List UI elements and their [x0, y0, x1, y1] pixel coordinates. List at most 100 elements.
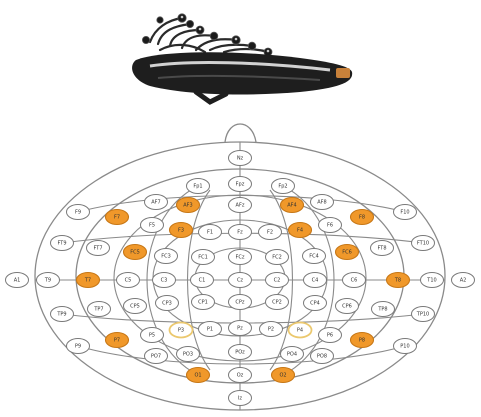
electrode-p5: P5	[141, 328, 164, 343]
electrode-cp1: CP1	[192, 295, 215, 310]
electrode-pz: Pz	[229, 321, 252, 336]
electrode-label: F7	[114, 215, 120, 221]
electrode-fc6: FC6	[336, 245, 359, 260]
electrode-label: P2	[268, 327, 274, 333]
electrode-t7: T7	[77, 273, 100, 288]
electrode-fp1: Fp1	[187, 179, 210, 194]
electrode-label: A2	[460, 278, 467, 284]
electrode-label: FC4	[309, 254, 319, 260]
electrode-label: F8	[359, 215, 365, 221]
electrode-fc3: FC3	[155, 249, 178, 264]
nose-outline	[225, 124, 256, 142]
electrode-p1: P1	[199, 322, 222, 337]
electrode-label: P3	[178, 328, 184, 334]
electrode-cp6: CP6	[336, 299, 359, 314]
electrode-label: F1	[207, 230, 213, 236]
electrode-label: Nz	[237, 156, 244, 162]
electrode-cpz: CPz	[229, 295, 252, 310]
electrode-fc1: FC1	[192, 250, 215, 265]
electrode-c2: C2	[266, 273, 289, 288]
electrode-label: TP8	[377, 307, 387, 313]
electrode-label: Pz	[237, 326, 243, 332]
electrode-label: CP4	[310, 301, 320, 307]
electrode-fcz: FCz	[229, 250, 252, 265]
electrode-label: FT10	[417, 241, 429, 247]
electrode-af3: AF3	[177, 198, 200, 213]
electrode-cp5: CP5	[124, 299, 147, 314]
electrode-label: TP7	[93, 307, 103, 313]
electrode-o2: O2	[272, 368, 295, 383]
electrode-fc2: FC2	[266, 250, 289, 265]
electrode-label: F4	[297, 228, 303, 234]
electrode-f3: F3	[170, 223, 193, 238]
electrode-label: F10	[400, 210, 409, 216]
electrode-fpz: Fpz	[229, 177, 252, 192]
electrode-p10: P10	[394, 339, 417, 354]
electrode-oz: Oz	[229, 368, 252, 383]
electrode-f2: F2	[259, 225, 282, 240]
electrode-label: Cz	[237, 278, 243, 284]
electrode-label: FT7	[93, 246, 102, 252]
electrode-label: FC6	[342, 250, 352, 256]
electrode-label: AFz	[236, 203, 245, 209]
headset-band	[132, 52, 352, 94]
electrode-label: Fz	[237, 230, 243, 236]
electrode-po8: PO8	[311, 349, 334, 364]
electrode-label: T9	[44, 278, 51, 284]
electrode-f6: F6	[319, 218, 342, 233]
electrode-cp4: CP4	[304, 296, 327, 311]
electrode-f8: F8	[351, 210, 374, 225]
electrode-label: T10	[426, 278, 436, 284]
electrode-af7: AF7	[145, 195, 168, 210]
electrode-label: P4	[297, 328, 303, 334]
electrode-label: FCz	[236, 255, 245, 261]
electrode-af8: AF8	[311, 195, 334, 210]
electrode-label: T8	[394, 278, 401, 284]
electrode-a2: A2	[452, 273, 475, 288]
electrode-po4: PO4	[281, 347, 304, 362]
electrode-label: TP9	[56, 312, 66, 318]
electrode-cp3: CP3	[156, 296, 179, 311]
electrode-label: C2	[274, 278, 281, 284]
electrode-label: FC3	[161, 254, 171, 260]
electrode-label: F3	[178, 228, 184, 234]
electrode-p9: P9	[67, 339, 90, 354]
electrode-f5: F5	[141, 218, 164, 233]
electrode-label: TP10	[416, 312, 429, 318]
electrode-p6: P6	[319, 328, 342, 343]
electrode-label: Fp2	[278, 184, 287, 190]
electrode-ft7: FT7	[87, 241, 110, 256]
electrode-label: C4	[312, 278, 319, 284]
electrode-c5: C5	[117, 273, 140, 288]
electrode-label: F6	[327, 223, 333, 229]
electrode-label: FT8	[377, 246, 386, 252]
electrode-label: AF7	[151, 200, 160, 206]
electrode-tp9: TP9	[51, 307, 74, 322]
electrode-label: CP6	[342, 304, 352, 310]
electrode-tp8: TP8	[372, 302, 395, 317]
electrode-label: C3	[161, 278, 168, 284]
electrode-label: P9	[75, 344, 81, 350]
electrode-label: PO7	[151, 354, 161, 360]
electrode-t9: T9	[37, 273, 60, 288]
electrode-p3: P3	[170, 323, 193, 338]
electrode-fz: Fz	[229, 225, 252, 240]
electrode-label: O1	[194, 373, 201, 379]
electrode-f1: F1	[199, 225, 222, 240]
electrode-label: FC2	[272, 255, 282, 261]
electrode-p7: P7	[106, 333, 129, 348]
electrode-label: PO3	[183, 352, 193, 358]
electrode-poz: POz	[229, 345, 252, 360]
electrode-label: AF8	[317, 200, 326, 206]
electrode-fc5: FC5	[124, 245, 147, 260]
electrode-label: CP5	[130, 304, 140, 310]
electrode-label: P5	[149, 333, 155, 339]
electrode-ft10: FT10	[412, 236, 435, 251]
electrode-p2: P2	[260, 322, 283, 337]
electrode-c4: C4	[304, 273, 327, 288]
electrode-a1: A1	[6, 273, 29, 288]
electrode-ft9: FT9	[51, 236, 74, 251]
electrode-fc4: FC4	[303, 249, 326, 264]
electrode-f10: F10	[394, 205, 417, 220]
